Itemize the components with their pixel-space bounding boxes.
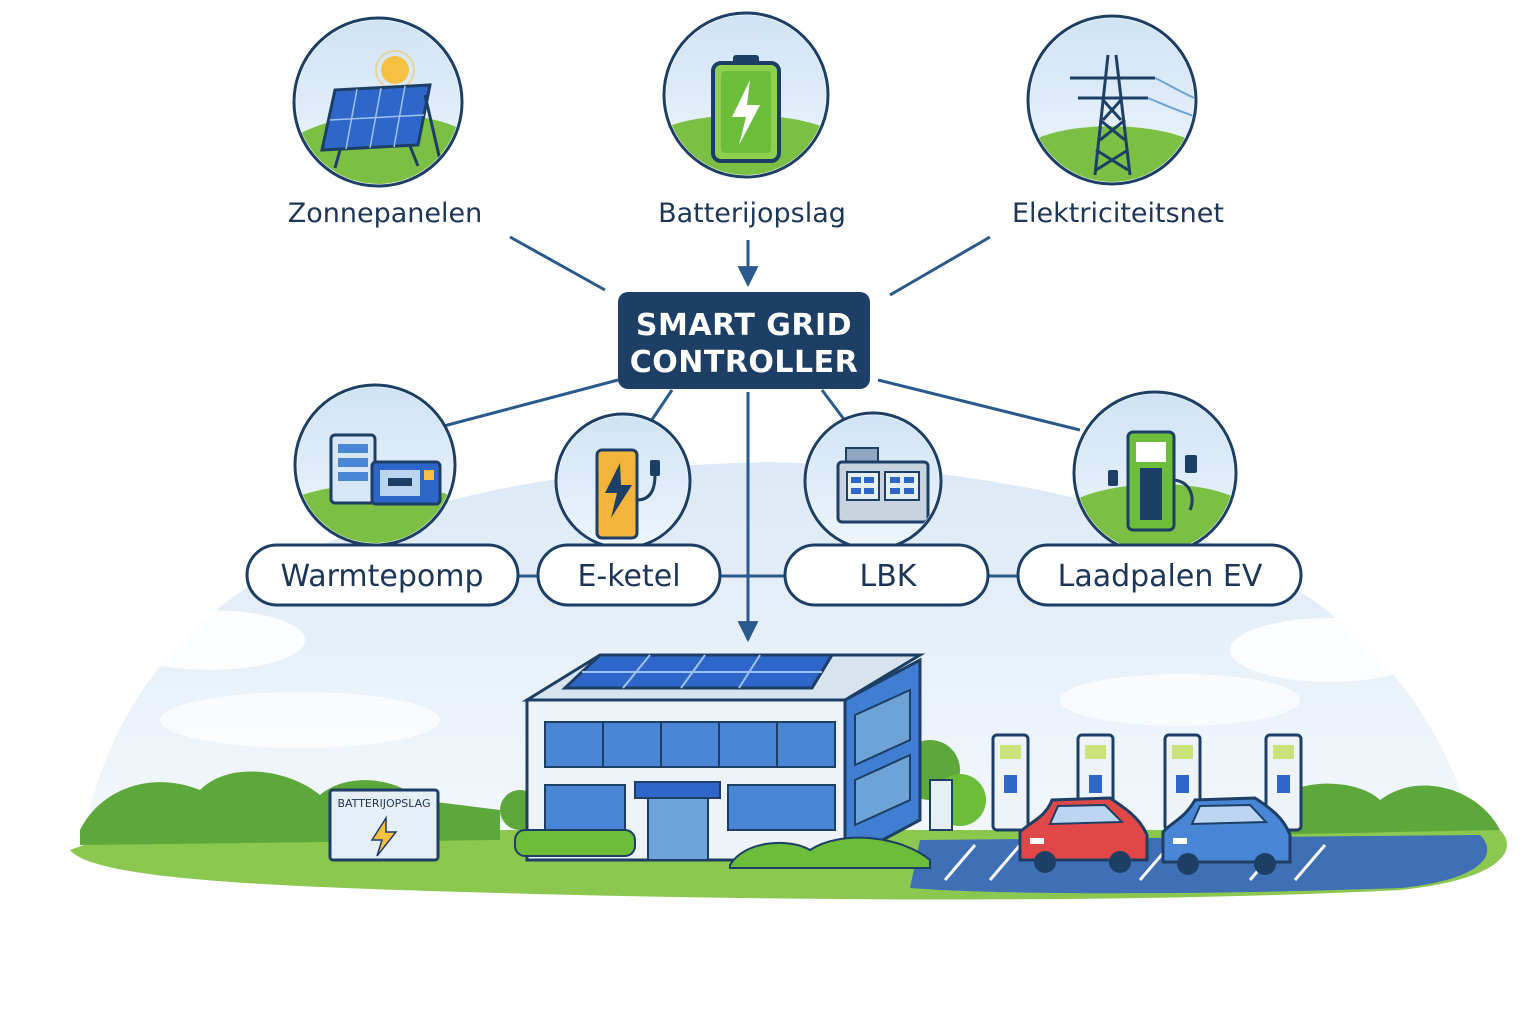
hedges [514, 829, 931, 869]
pill-ahu [783, 543, 990, 607]
consumer-ahu [803, 411, 943, 551]
consumer-boiler [554, 412, 692, 550]
source-grid: Elektriciteitsnet [1012, 14, 1224, 229]
lightning-icon [370, 815, 398, 857]
ev-charger-icon [1076, 394, 1234, 552]
controller-line-1: SMART GRID [636, 308, 852, 343]
controller-box [618, 292, 870, 389]
pill-boiler [536, 543, 722, 607]
pill-label-ev: Laadpalen EV [1058, 559, 1263, 594]
source-battery: Batterijopslag [658, 11, 846, 229]
connector-ev [877, 378, 1081, 432]
charging-station [991, 733, 1030, 832]
building-entrance [647, 797, 709, 861]
electric-boiler-icon [558, 416, 688, 546]
source-label-solar: Zonnepanelen [288, 198, 482, 229]
battery-storage-unit: BATTERIJOPSLAG [328, 788, 440, 862]
pill-label-boiler: E-ketel [577, 559, 680, 594]
car-red [1018, 796, 1149, 873]
connector-grid [889, 235, 991, 297]
pill-ev [1016, 543, 1303, 607]
source-label-battery: Batterijopslag [658, 198, 846, 229]
source-solar: Zonnepanelen [288, 16, 482, 229]
air-handling-unit-icon [807, 415, 939, 547]
source-label-grid: Elektriciteitsnet [1012, 198, 1224, 229]
consumer-ev [1072, 390, 1238, 556]
smart-grid-controller: SMART GRID CONTROLLER [618, 292, 870, 389]
office-building [521, 653, 953, 863]
connector-heat-pump [439, 378, 619, 429]
controller-line-2: CONTROLLER [630, 345, 859, 380]
car-blue [1161, 796, 1292, 875]
connector-solar [509, 235, 606, 292]
consumer-pills: Warmtepomp E-ketel LBK Laadpalen EV [245, 543, 1303, 607]
consumer-heat-pump [293, 383, 457, 547]
connectors [439, 235, 1081, 643]
battery-storage-sign: BATTERIJOPSLAG [337, 797, 430, 810]
pill-label-heat-pump: Warmtepomp [280, 559, 483, 594]
pill-heat-pump [245, 543, 520, 607]
pill-label-ahu: LBK [860, 559, 918, 594]
